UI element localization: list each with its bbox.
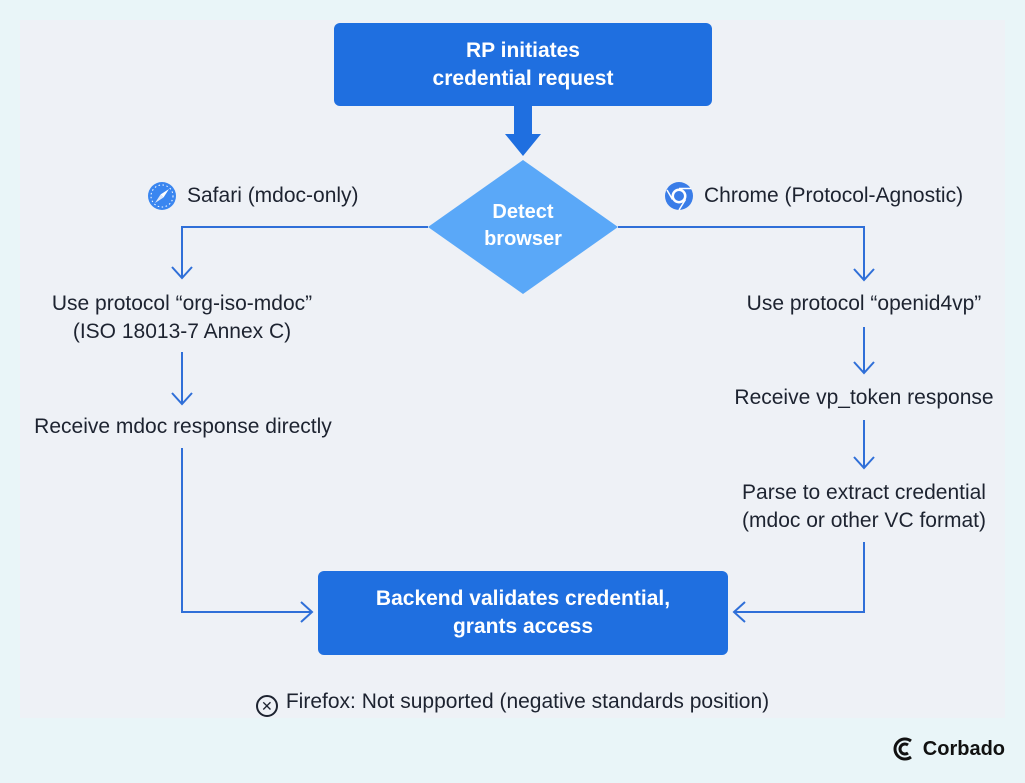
start-node-line-1: RP initiates (466, 38, 580, 62)
chrome-branch-label: Chrome (Protocol-Agnostic) (664, 181, 963, 211)
connector-decision-to-chrome (618, 226, 865, 280)
end-node: Backend validates credential, grants acc… (318, 571, 728, 655)
start-node: RP initiates credential request (334, 23, 712, 106)
arrowhead-safari-1 (171, 266, 193, 280)
end-node-line-2: grants access (452, 615, 594, 638)
chrome-step-protocol-line-1: Use protocol “openid4vp” (746, 292, 982, 315)
safari-step-response-line-1: Receive mdoc response directly (34, 415, 332, 438)
brand-name: Corbado (922, 737, 1005, 760)
safari-step-response: Receive mdoc response directly (17, 413, 349, 441)
safari-step-protocol-line-1: Use protocol “org-iso-mdoc” (51, 292, 313, 315)
decision-node: Detect browser (463, 199, 583, 253)
chrome-step-response: Receive vp_token response (721, 384, 1007, 412)
chrome-step-parse: Parse to extract credential (mdoc or oth… (722, 479, 1006, 535)
circle-x-icon: ✕ (255, 695, 278, 717)
chrome-step-protocol: Use protocol “openid4vp” (724, 290, 1004, 318)
safari-branch-name: Safari (mdoc-only) (187, 184, 359, 207)
arrowhead-safari-2 (171, 392, 193, 406)
arrowhead-chrome-3 (853, 456, 875, 470)
decision-line-1: Detect (492, 201, 554, 223)
chrome-icon (665, 182, 693, 211)
safari-branch-label: Safari (mdoc-only) (147, 181, 359, 211)
chrome-step-parse-line-1: Parse to extract credential (742, 481, 986, 504)
safari-step-protocol: Use protocol “org-iso-mdoc” (ISO 18013-7… (32, 290, 332, 346)
arrowhead-safari-3 (300, 601, 314, 623)
chrome-step-parse-line-2: (mdoc or other VC format) (742, 509, 986, 532)
decision-diamond (428, 160, 618, 294)
safari-step-protocol-line-2: (ISO 18013-7 Annex C) (72, 320, 292, 343)
chrome-branch-name: Chrome (Protocol-Agnostic) (704, 184, 964, 207)
arrowhead-start-to-decision (505, 134, 541, 156)
connector-chrome-to-backend (734, 542, 865, 613)
start-node-line-2: credential request (432, 66, 614, 90)
corbado-logo-icon (893, 737, 912, 761)
arrowhead-chrome-2 (853, 361, 875, 375)
arrowhead-chrome-1 (853, 268, 875, 282)
firefox-footnote: ✕ Firefox: Not supported (negative standa… (0, 690, 1025, 717)
firefox-footnote-text: Firefox: Not supported (negative standar… (285, 690, 770, 713)
decision-line-2: browser (484, 228, 562, 250)
chrome-step-response-line-1: Receive vp_token response (734, 386, 994, 409)
connector-safari-to-backend (181, 448, 312, 613)
brand-logo: Corbado (891, 736, 1005, 762)
arrowhead-chrome-4 (732, 601, 746, 623)
connector-decision-to-safari (181, 226, 428, 278)
safari-compass-icon (148, 182, 176, 210)
connector-start-to-decision (514, 106, 532, 134)
end-node-line-1: Backend validates credential, (375, 587, 671, 610)
